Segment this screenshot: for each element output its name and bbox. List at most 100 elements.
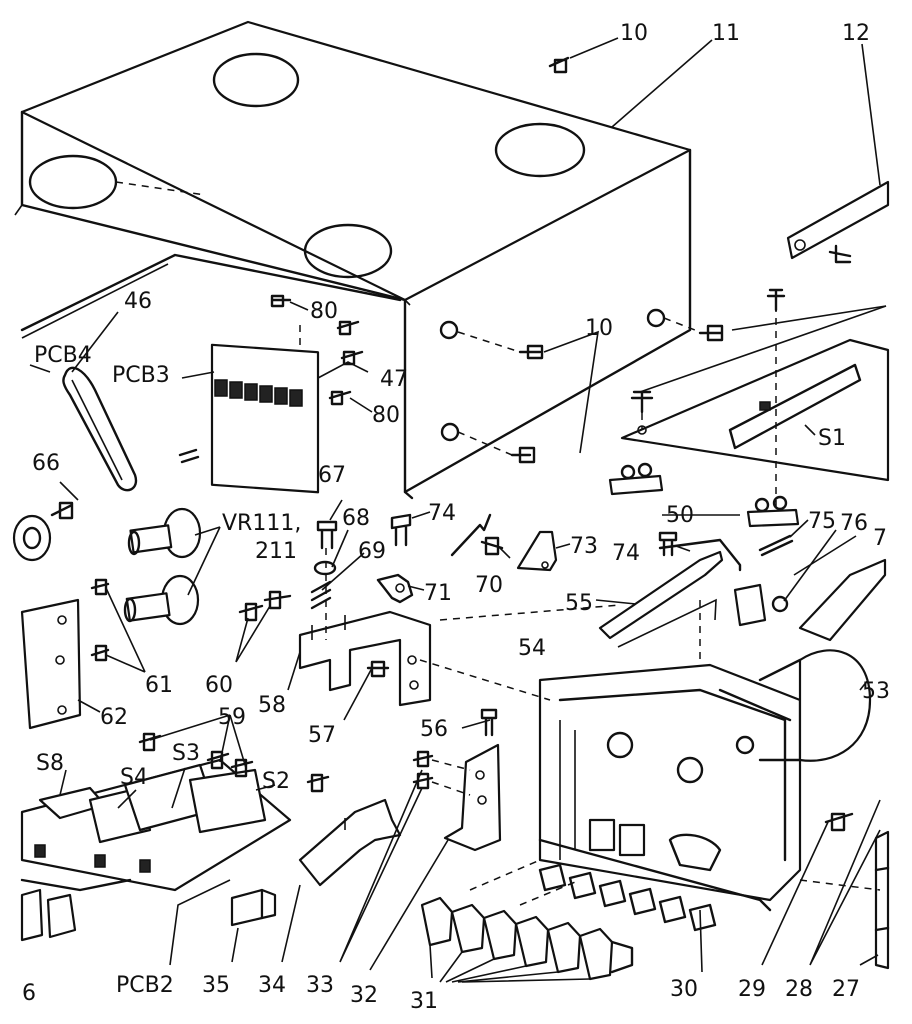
leader-lines (29, 37, 887, 983)
label-70: 70 (475, 573, 503, 598)
label-50: 50 (666, 503, 694, 528)
screw-61a (90, 578, 110, 596)
screw-47 (340, 350, 364, 366)
bracket-34 (298, 798, 402, 887)
part-73 (516, 530, 558, 572)
screw-74b (658, 531, 678, 557)
screw-29 (824, 812, 854, 832)
button-35 (230, 888, 277, 927)
label-pcb2: PCB2 (116, 973, 174, 998)
label-68: 68 (342, 506, 370, 531)
part-77 (798, 558, 887, 642)
label-74a: 74 (428, 501, 456, 526)
label-56: 56 (420, 717, 448, 742)
label-s2: S2 (262, 769, 290, 794)
label-62: 62 (100, 705, 128, 730)
pcb2-board (20, 758, 292, 892)
screw-10-top (548, 56, 570, 74)
label-12: 12 (842, 21, 870, 46)
screw-10-right (698, 324, 724, 342)
label-80b: 80 (372, 403, 400, 428)
label-71: 71 (424, 581, 452, 606)
knob-vr111 (127, 507, 202, 559)
label-31: 31 (410, 989, 438, 1014)
label-53: 53 (862, 679, 890, 704)
bracket-62 (20, 598, 82, 730)
label-s3: S3 (172, 741, 200, 766)
screw-10-low (510, 446, 536, 464)
label-7: 7 (873, 526, 887, 551)
label-s1: S1 (818, 426, 846, 451)
motor-53 (758, 649, 872, 762)
label-58: 58 (258, 693, 286, 718)
switch-s2 (188, 768, 267, 834)
label-32: 32 (350, 983, 378, 1008)
label-61: 61 (145, 673, 173, 698)
label-29: 29 (738, 977, 766, 1002)
knob-66 (12, 514, 52, 562)
screw-67 (316, 520, 338, 550)
label-28: 28 (785, 977, 813, 1002)
label-59: 59 (218, 705, 246, 730)
washer-68 (313, 560, 337, 576)
label-6: 6 (22, 981, 36, 1006)
chassis-outline (20, 253, 402, 345)
label-76: 76 (840, 511, 868, 536)
part-50a (608, 462, 664, 496)
screw-61b (90, 644, 110, 662)
label-47: 47 (380, 367, 408, 392)
label-75: 75 (808, 509, 836, 534)
label-80a: 80 (310, 299, 338, 324)
label-s4: S4 (120, 765, 148, 790)
pcb3-board (178, 343, 320, 494)
part-6 (20, 888, 77, 942)
label-10a: 10 (620, 21, 648, 46)
spring-69 (310, 580, 332, 610)
label-46: 46 (124, 289, 152, 314)
label-57: 57 (308, 723, 336, 748)
screws-59 (138, 732, 330, 793)
s1-board (620, 305, 890, 520)
label-54: 54 (518, 636, 546, 661)
screw-74a (390, 513, 412, 547)
label-67: 67 (318, 463, 346, 488)
label-33: 33 (306, 973, 334, 998)
part-76 (733, 583, 789, 627)
screw-60b (263, 590, 292, 610)
screw-s1-left (630, 390, 654, 414)
bracket-12 (786, 180, 890, 264)
label-pcb3: PCB3 (112, 363, 170, 388)
label-69: 69 (358, 539, 386, 564)
belt-46 (62, 366, 138, 492)
tape-mechanism-30 (538, 663, 802, 912)
lever-55 (598, 538, 742, 640)
part-50b (746, 495, 800, 528)
screw-80c (336, 320, 360, 336)
screw-33a (412, 750, 434, 768)
terminal-tabs (538, 863, 717, 932)
label-27: 27 (832, 977, 860, 1002)
label-66: 66 (32, 451, 60, 476)
bracket-27 (874, 830, 890, 970)
screw-60a (238, 602, 264, 622)
screw-80a (270, 294, 292, 308)
keys-31 (420, 896, 634, 981)
screw-s1-top (766, 288, 786, 312)
label-34: 34 (258, 973, 286, 998)
part-labels: 10 11 12 46 PCB4 PCB3 80 47 80 10 S1 66 … (22, 21, 890, 1014)
screw-10-mid (518, 344, 544, 360)
knob-vr211 (123, 574, 200, 626)
screw-80b (328, 390, 352, 406)
bracket-32 (443, 743, 502, 852)
spring-75 (758, 534, 794, 557)
part-71 (376, 573, 414, 604)
label-60: 60 (205, 673, 233, 698)
label-10b: 10 (585, 316, 613, 341)
label-211: 211 (255, 539, 297, 564)
label-55: 55 (565, 591, 593, 616)
label-35: 35 (202, 973, 230, 998)
label-74b: 74 (612, 541, 640, 566)
label-30: 30 (670, 977, 698, 1002)
label-11: 11 (712, 21, 740, 46)
